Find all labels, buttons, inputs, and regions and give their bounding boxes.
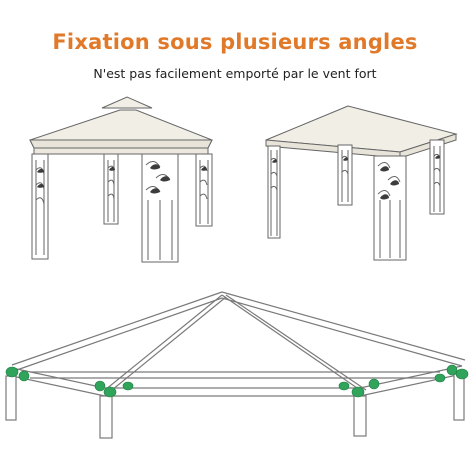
- page-subtitle: N'est pas facilement emporté par le vent…: [93, 66, 377, 81]
- page-title: Fixation sous plusieurs angles: [52, 30, 418, 54]
